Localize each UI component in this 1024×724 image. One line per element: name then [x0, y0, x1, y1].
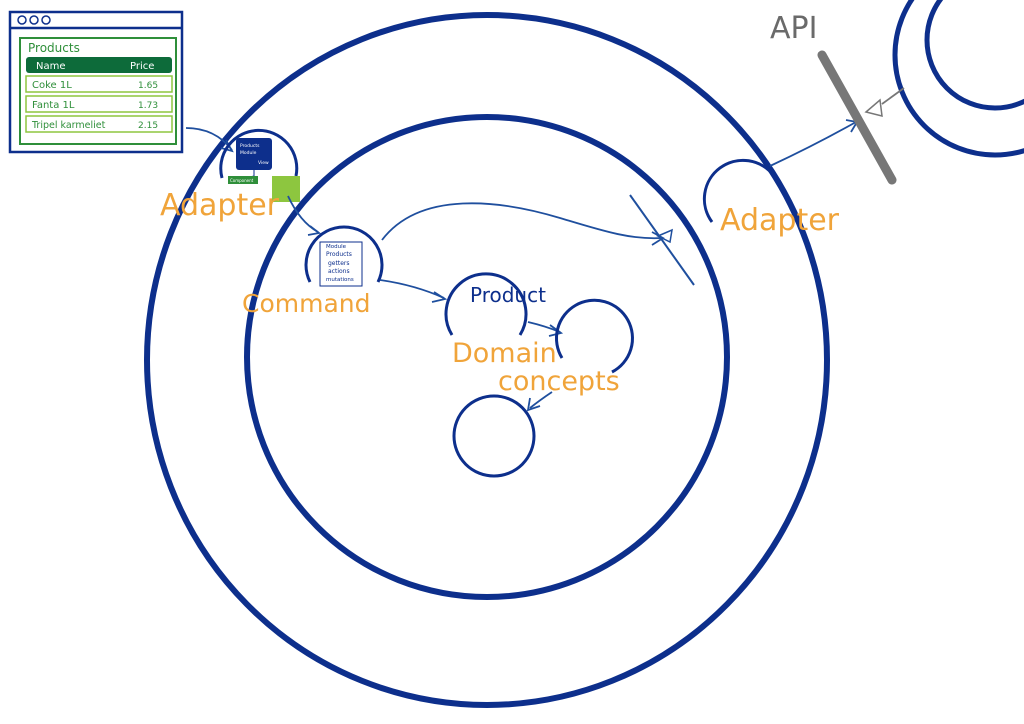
- command-circle: [304, 225, 384, 283]
- right-adapter-circle: [702, 158, 776, 223]
- product-label: Product: [470, 283, 546, 307]
- svg-text:Products: Products: [240, 143, 260, 149]
- api-connector-line: [881, 87, 905, 105]
- right-port-line: [629, 194, 695, 286]
- product-circle: [444, 272, 528, 336]
- svg-text:getters: getters: [328, 260, 350, 267]
- arrowhead-adapter-to-command: [307, 225, 322, 236]
- command-module-card: Module Products getters actions mutation…: [319, 241, 363, 287]
- svg-text:mutations: mutations: [326, 277, 354, 283]
- svg-text:Module: Module: [326, 244, 347, 250]
- row-2-name: Fanta 1L: [32, 100, 75, 111]
- right-port-triangle: [656, 228, 673, 244]
- products-table-title: Products: [28, 41, 80, 55]
- window-dot-2: [29, 15, 39, 25]
- adapter-label-right: Adapter: [720, 203, 840, 238]
- table-row-2: [25, 95, 173, 113]
- api-bar: [817, 50, 897, 185]
- arrow-command-to-adapter-right: [381, 202, 663, 241]
- svg-text:View: View: [258, 160, 269, 166]
- arrowhead-command-to-product: [431, 291, 448, 303]
- svg-text:Module: Module: [240, 150, 257, 156]
- command-label: Command: [242, 289, 371, 318]
- external-system-outer-circle: [892, 0, 1024, 158]
- external-system-inner-circle: [924, 0, 1024, 111]
- table-row-1: [25, 75, 173, 93]
- row-2-price: 1.73: [138, 101, 158, 111]
- domain-label-line1: Domain: [452, 338, 557, 369]
- left-adapter-circle: [219, 128, 299, 179]
- table-header-row: [26, 57, 172, 73]
- row-1-name: Coke 1L: [32, 80, 72, 91]
- arrow-to-bottom-concept: [529, 391, 553, 409]
- table-row-3: [25, 115, 173, 133]
- arrowhead-to-bottom-concept: [526, 397, 541, 412]
- api-label: API: [770, 11, 817, 46]
- arrow-adapter-to-api: [769, 121, 857, 167]
- domain-concept-circle-right: [554, 298, 634, 374]
- arrow-command-to-product: [379, 279, 445, 299]
- column-header-name: Name: [36, 61, 66, 72]
- arrowhead-product-to-concept: [548, 324, 564, 337]
- adapter-label-left: Adapter: [160, 188, 280, 223]
- api-port-triangle: [864, 98, 883, 117]
- outer-ring: [144, 12, 830, 708]
- svg-text:Component: Component: [230, 178, 254, 183]
- domain-concept-circle-bottom: [452, 394, 536, 478]
- svg-text:Products: Products: [326, 251, 352, 258]
- browser-window: Products Name Price Coke 1L 1.65 Fanta 1…: [8, 10, 184, 154]
- row-3-name: Tripel karmeliet: [31, 120, 106, 131]
- row-1-price: 1.65: [138, 81, 158, 91]
- window-dot-1: [17, 15, 27, 25]
- svg-text:actions: actions: [328, 268, 350, 275]
- adapter-component-icon: Products Module View Component: [228, 138, 300, 202]
- products-table-frame: [19, 37, 177, 145]
- inner-ring: [244, 114, 730, 600]
- column-header-price: Price: [130, 61, 154, 72]
- arrow-product-to-concept: [527, 321, 561, 333]
- row-3-price: 2.15: [138, 121, 158, 131]
- domain-label-line2: concepts: [498, 366, 620, 397]
- window-dot-3: [41, 15, 51, 25]
